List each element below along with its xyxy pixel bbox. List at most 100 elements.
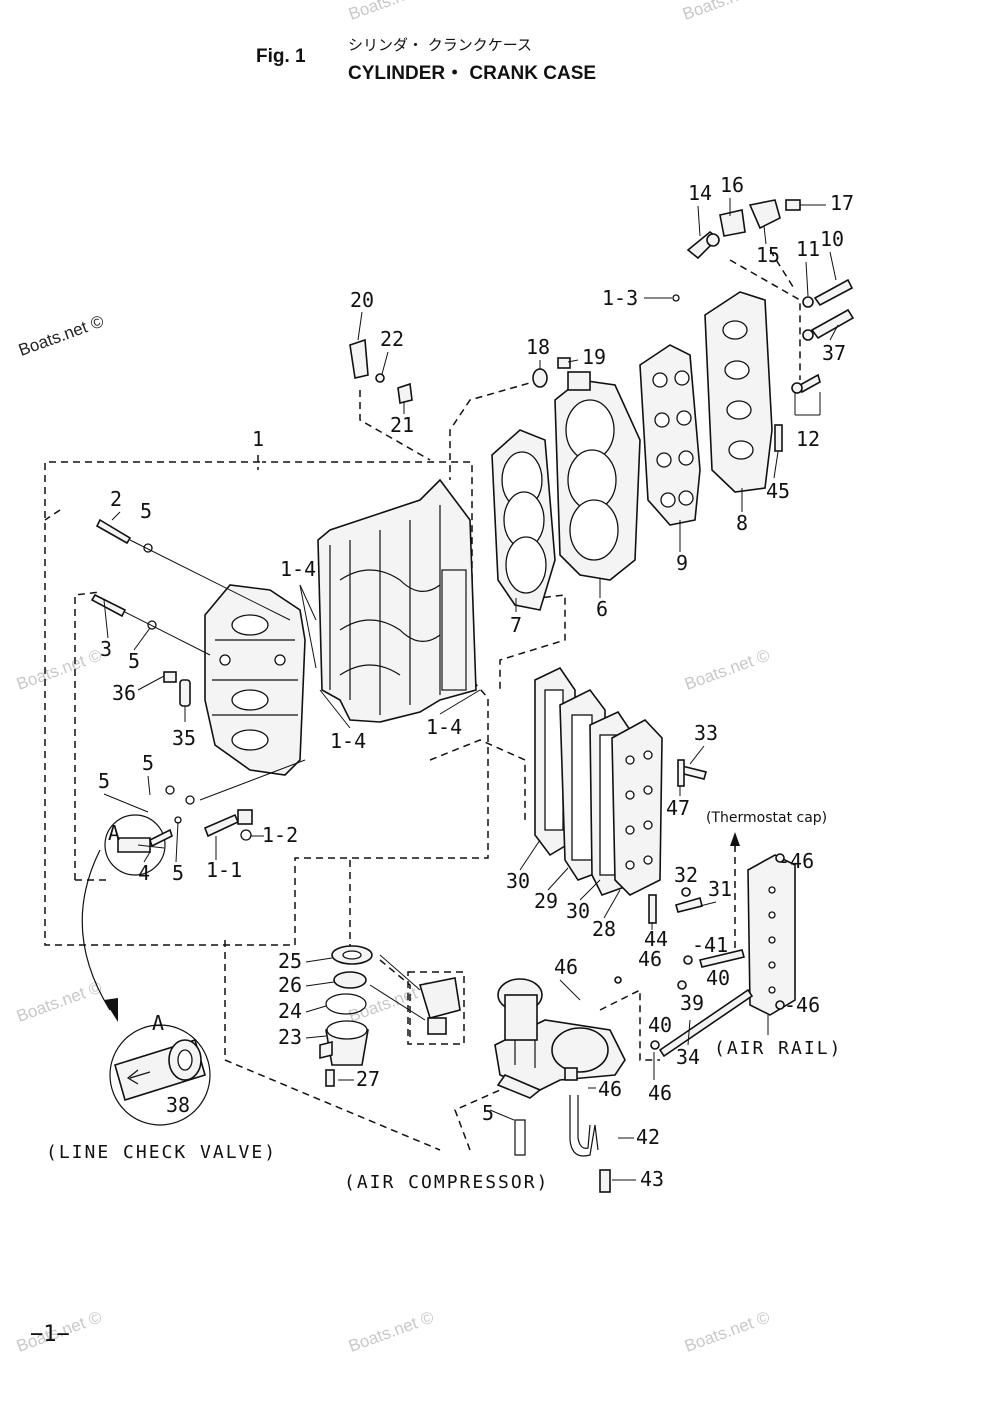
callout-label: 34 — [676, 1045, 700, 1069]
detail-arrow — [81, 849, 111, 1011]
callout-label: 24 — [278, 999, 302, 1023]
page-number: −1− — [30, 1322, 70, 1347]
dashed-connection-lines — [224, 249, 801, 1151]
callout-label: 42 — [636, 1125, 660, 1149]
callout-label: 11 — [796, 237, 820, 261]
callout-label: 30 — [566, 899, 590, 923]
callout-label: 1-4 — [330, 729, 366, 753]
callout-label: 27 — [356, 1067, 380, 1091]
assembly-outline-1 — [44, 455, 489, 946]
callout-label: 8 — [736, 511, 748, 535]
air-rail — [747, 853, 796, 1035]
callout-label: 1 — [252, 427, 264, 451]
callout-label: 33 — [694, 721, 718, 745]
bracket-20-22-21 — [349, 338, 413, 404]
callout-label: 5 — [142, 751, 154, 775]
callout-label: 19 — [582, 345, 606, 369]
callout-label: 32 — [674, 863, 698, 887]
gasket-9 — [639, 344, 701, 526]
label-leaders — [103, 198, 839, 1181]
bolts-10-11-37-12-45 — [672, 278, 855, 452]
callout-label: 21 — [390, 413, 414, 437]
dowel-pins — [90, 518, 291, 656]
callout-label: 46 — [554, 955, 578, 979]
caption-air-rail: (AIR RAIL) — [714, 1038, 842, 1059]
callout-label: 10 — [820, 227, 844, 251]
callout-label: 1-3 — [602, 286, 638, 310]
callout-label: 28 — [592, 917, 616, 941]
callout-label: -41 — [692, 933, 728, 957]
callout-label: 4 — [138, 861, 150, 885]
callout-label: 45 — [766, 479, 790, 503]
callout-label: A — [108, 821, 120, 845]
plug-18-19 — [532, 357, 571, 388]
callout-label: 9 — [676, 551, 688, 575]
detail-arrow-head — [104, 998, 118, 1022]
callout-label: 43 — [640, 1167, 664, 1191]
callout-label: 35 — [172, 726, 196, 750]
callout-labels: 1 2 5 3 5 36 35 5 5 4 5 1-1 1-2 1-4 1-4 … — [98, 173, 854, 1191]
callout-label: 31 — [708, 877, 732, 901]
callout-label: 14 — [688, 181, 712, 205]
air-compressor — [494, 978, 626, 1099]
callout-label: 18 — [526, 335, 550, 359]
callout-label: 25 — [278, 949, 302, 973]
callout-label: 6 — [596, 597, 608, 621]
callout-label: 5 — [140, 499, 152, 523]
callout-label: 3 — [100, 637, 112, 661]
callout-label: 46 — [638, 947, 662, 971]
callout-label: 38 — [166, 1093, 190, 1117]
callout-label: 44 — [644, 927, 668, 951]
cylinder-head-6 — [554, 371, 641, 581]
callout-label: 40 — [648, 1013, 672, 1037]
head-gasket-7 — [491, 429, 556, 611]
callout-label: 46 — [648, 1081, 672, 1105]
crank-case-body — [317, 478, 477, 723]
callout-label: 5 — [172, 861, 184, 885]
callout-label: 23 — [278, 1025, 302, 1049]
hoses-42-5 — [514, 1095, 611, 1193]
callout-label: 26 — [278, 973, 302, 997]
crank-case-cover — [204, 584, 306, 776]
callout-label: 1-4 — [426, 715, 462, 739]
line-check-valve-detail — [109, 1024, 211, 1126]
callout-label: 1-2 — [262, 823, 298, 847]
callout-label: 2 — [110, 487, 122, 511]
thermostat-group — [319, 945, 461, 1087]
callout-label: 30 — [506, 869, 530, 893]
callout-label: A — [152, 1011, 164, 1035]
air-lines-34-39-40-41 — [614, 832, 754, 1058]
callout-label: -46 — [778, 849, 814, 873]
head-cover-8 — [704, 291, 773, 493]
title-english: CYLINDER・ CRANK CASE — [348, 63, 597, 84]
callout-label: 20 — [350, 288, 374, 312]
fitting-36-35 — [163, 671, 191, 707]
callout-label: 12 — [796, 427, 820, 451]
callout-label: 39 — [680, 991, 704, 1015]
callout-label: 5 — [482, 1101, 494, 1125]
callout-label: 29 — [534, 889, 558, 913]
callout-label: 22 — [380, 327, 404, 351]
caption-thermostat-cap: (Thermostat cap) — [706, 810, 827, 826]
callout-label: 1-1 — [206, 858, 242, 882]
callout-label: 5 — [128, 649, 140, 673]
callout-label: 40 — [706, 966, 730, 990]
callout-label: 17 — [830, 191, 854, 215]
callout-label: 37 — [822, 341, 846, 365]
callout-label: 16 — [720, 173, 744, 197]
callout-label: 1-4 — [280, 557, 316, 581]
callout-label: 5 — [98, 769, 110, 793]
caption-air-compressor: (AIR COMPRESSOR) — [344, 1172, 549, 1193]
callout-label: 7 — [510, 613, 522, 637]
exhaust-cover-28 — [611, 719, 663, 896]
callout-label: 46 — [598, 1077, 622, 1101]
callout-label: 15 — [756, 243, 780, 267]
callout-label: 36 — [112, 681, 136, 705]
callout-label: 47 — [666, 796, 690, 820]
callout-label: -46 — [784, 993, 820, 1017]
title-japanese: シリンダ・ クランクケース — [348, 36, 533, 54]
bolts-lower-left — [165, 759, 306, 841]
thermostat-arrow — [730, 832, 740, 846]
caption-line-check-valve: (LINE CHECK VALVE) — [46, 1142, 277, 1163]
